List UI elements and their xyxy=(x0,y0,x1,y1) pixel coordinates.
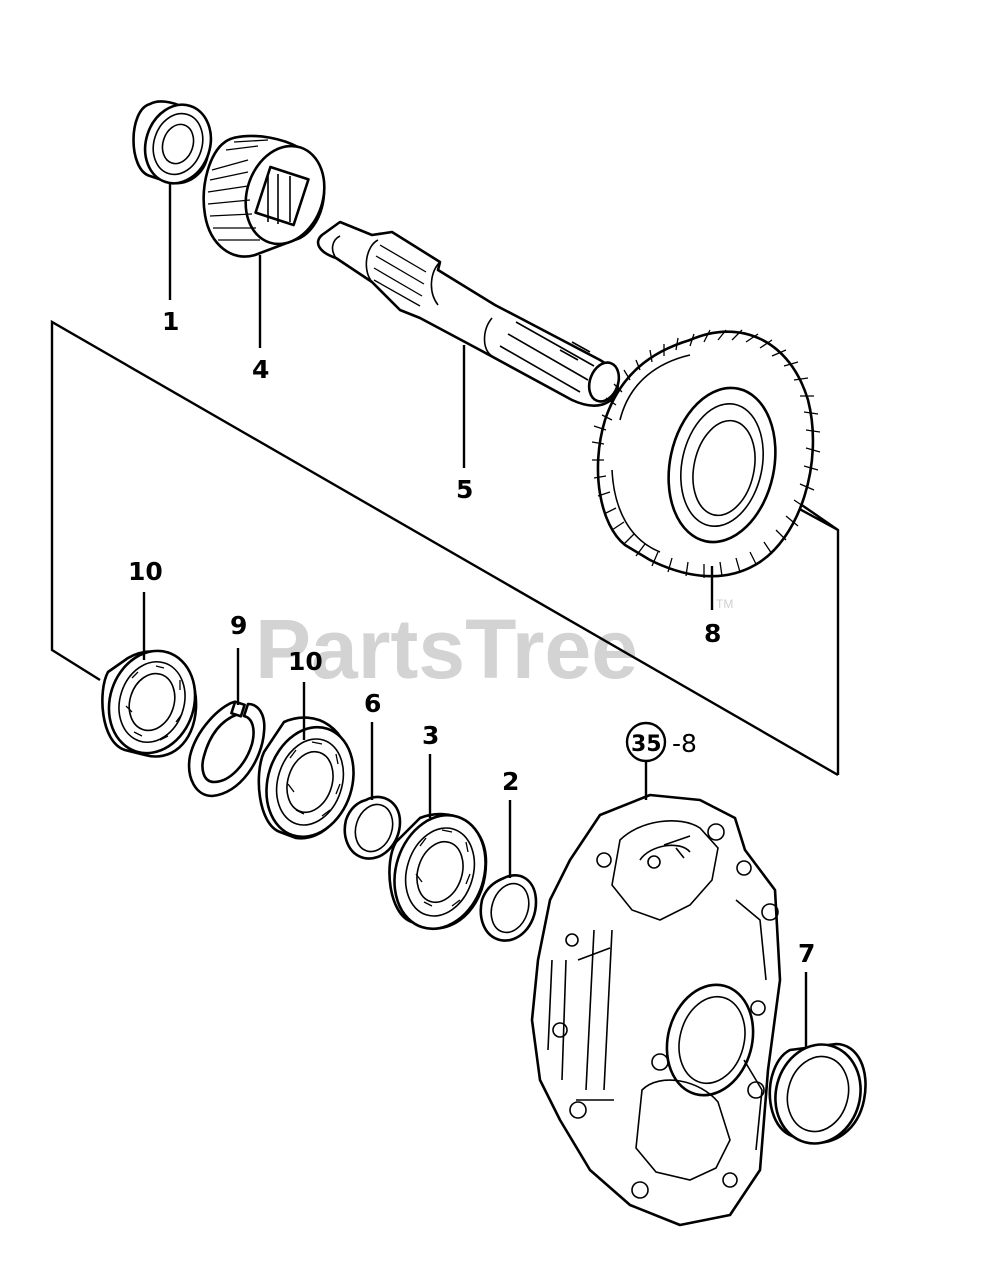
callout-part-3: 3 xyxy=(422,721,439,750)
ref-circle xyxy=(625,721,667,763)
callout-part-7: 7 xyxy=(798,939,815,968)
bearing-3[interactable] xyxy=(380,803,500,941)
ref-circle-number: 35 xyxy=(631,732,662,757)
callout-part-6: 6 xyxy=(364,689,381,718)
callout-part-10-left: 10 xyxy=(128,557,163,586)
callout-part-1: 1 xyxy=(162,307,179,336)
watermark: PartsTree xyxy=(255,602,638,696)
ring-6[interactable] xyxy=(343,795,402,860)
ref-circle-suffix: -8 xyxy=(672,729,697,758)
callout-part-10-right: 10 xyxy=(288,647,323,676)
gear-8[interactable] xyxy=(591,329,821,578)
callout-part-4: 4 xyxy=(252,355,269,384)
bearing-10-left[interactable] xyxy=(96,640,208,765)
callout-part-5: 5 xyxy=(456,475,473,504)
callout-part-8: 8 xyxy=(704,619,721,648)
ring-2[interactable] xyxy=(479,873,538,942)
shaft-5[interactable] xyxy=(316,220,624,407)
bearing-1[interactable] xyxy=(132,96,221,192)
callout-part-2: 2 xyxy=(502,767,519,796)
snap-ring-9[interactable] xyxy=(187,700,266,798)
callout-part-9: 9 xyxy=(230,611,247,640)
gear-4[interactable] xyxy=(202,134,337,258)
bearing-10-right[interactable] xyxy=(253,716,367,848)
watermark-trademark: TM xyxy=(716,597,733,611)
oil-seal-7[interactable] xyxy=(764,1035,871,1153)
housing-cover[interactable] xyxy=(530,793,782,1227)
